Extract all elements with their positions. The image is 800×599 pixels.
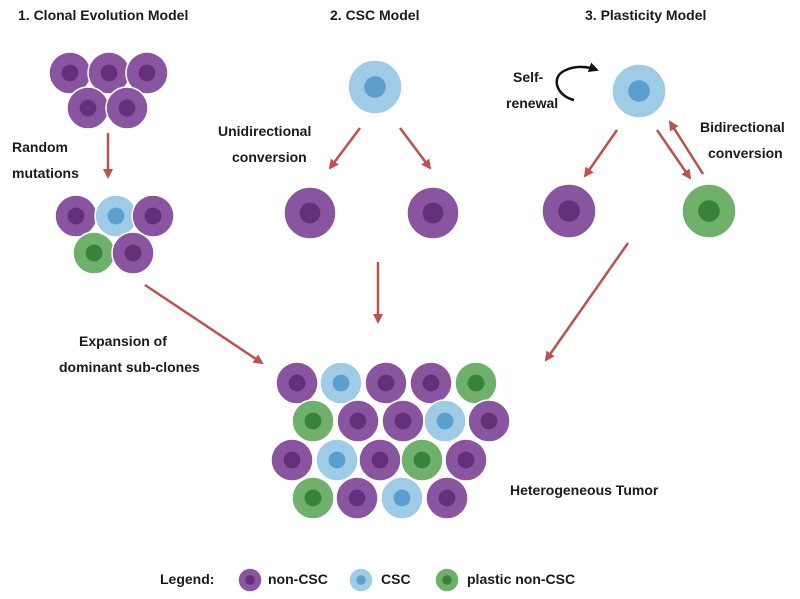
plastic-noncsc-cell	[434, 567, 460, 593]
label-dominant-subclones: dominant sub-clones	[59, 359, 200, 375]
csc-cell	[380, 476, 424, 520]
noncsc-cell	[364, 361, 408, 405]
csc-cell	[319, 361, 363, 405]
noncsc-cell	[237, 567, 263, 593]
noncsc-cell	[381, 399, 425, 443]
noncsc-cell	[406, 186, 460, 240]
label-random: Random	[12, 139, 68, 155]
arrow-csc-right	[399, 127, 432, 170]
csc-cell	[347, 59, 403, 115]
noncsc-cell	[335, 476, 379, 520]
csc-cell	[611, 63, 667, 119]
legend-label-csc: CSC	[381, 571, 411, 587]
legend-label-plastic: plastic non-CSC	[467, 571, 575, 587]
noncsc-cell	[409, 361, 453, 405]
noncsc-cell	[54, 194, 98, 238]
label-heterogeneous-tumor: Heterogeneous Tumor	[510, 482, 659, 498]
csc-cell	[348, 567, 374, 593]
noncsc-cell	[66, 86, 110, 130]
arrow-plasticity-to-tumor	[544, 242, 630, 362]
plastic-noncsc-cell	[291, 399, 335, 443]
noncsc-cell	[425, 476, 469, 520]
plastic-noncsc-cell	[400, 438, 444, 482]
noncsc-cell	[336, 399, 380, 443]
noncsc-cell	[283, 186, 337, 240]
label-renewal: renewal	[506, 95, 558, 111]
title-plasticity-model: 3. Plasticity Model	[585, 7, 706, 23]
arrows-layer	[103, 62, 705, 365]
noncsc-cell	[105, 86, 149, 130]
legend-swatches	[237, 567, 460, 593]
legend-label-noncsc: non-CSC	[268, 571, 328, 587]
noncsc-cell	[131, 194, 175, 238]
noncsc-cell	[270, 438, 314, 482]
noncsc-cell	[467, 399, 511, 443]
arrow-plastic-right-down	[655, 129, 692, 180]
label-bidirectional: Bidirectional	[700, 119, 785, 135]
legend-title: Legend:	[160, 571, 214, 587]
noncsc-cell	[111, 231, 155, 275]
noncsc-cell	[444, 438, 488, 482]
noncsc-cell	[275, 361, 319, 405]
label-bi-conversion: conversion	[708, 145, 783, 161]
label-expansion: Expansion of	[79, 333, 167, 349]
cells-layer	[48, 51, 737, 520]
csc-cell	[94, 194, 138, 238]
plastic-noncsc-cell	[291, 476, 335, 520]
plastic-noncsc-cell	[72, 231, 116, 275]
label-uni-conversion: conversion	[232, 149, 307, 165]
noncsc-cell	[87, 51, 131, 95]
legend: Legend: non-CSC CSC plastic non-CSC	[160, 567, 575, 593]
arrow-expansion	[144, 283, 264, 365]
noncsc-cell	[541, 183, 597, 239]
title-csc-model: 2. CSC Model	[330, 7, 419, 23]
label-self: Self-	[513, 69, 544, 85]
arrow-csc-left	[328, 127, 361, 170]
label-unidirectional: Unidirectional	[218, 123, 311, 139]
plastic-noncsc-cell	[454, 361, 498, 405]
noncsc-cell	[125, 51, 169, 95]
plastic-noncsc-cell	[681, 183, 737, 239]
title-clonal-evolution: 1. Clonal Evolution Model	[18, 7, 188, 23]
label-mutations: mutations	[12, 165, 79, 181]
self-renewal-curved-arrow	[555, 62, 599, 102]
arrow-plastic-left	[583, 129, 619, 178]
csc-cell	[315, 438, 359, 482]
arrow-plastic-right-up	[668, 120, 705, 175]
csc-cell	[423, 399, 467, 443]
noncsc-cell	[358, 438, 402, 482]
